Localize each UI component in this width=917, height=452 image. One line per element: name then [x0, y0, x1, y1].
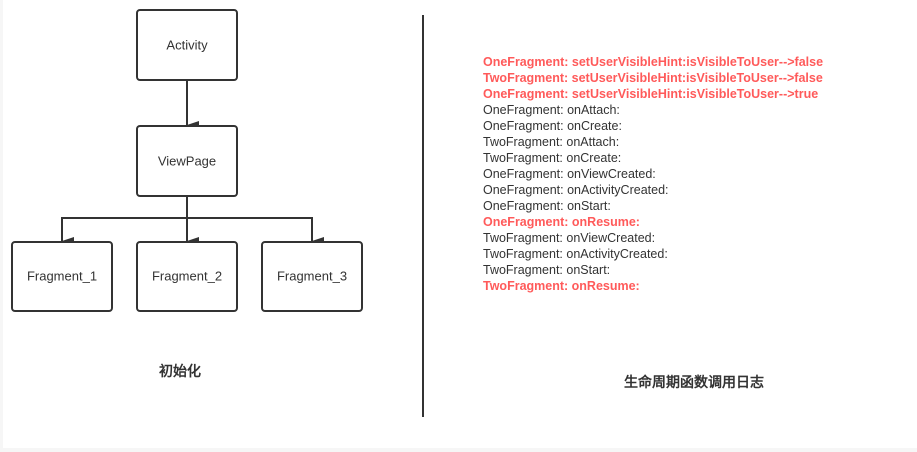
- log-line: TwoFragment: onCreate:: [483, 151, 622, 165]
- node-fragment-1: Fragment_1: [11, 241, 113, 312]
- log-line: TwoFragment: setUserVisibleHint:isVisibl…: [483, 71, 823, 85]
- diagram-canvas: Activity ViewPage Fragment_1 Fragment_2 …: [3, 0, 917, 448]
- log-line: TwoFragment: onActivityCreated:: [483, 247, 668, 261]
- log-line: OneFragment: setUserVisibleHint:isVisibl…: [483, 87, 819, 101]
- log-line: OneFragment: onViewCreated:: [483, 167, 656, 181]
- log-line: OneFragment: setUserVisibleHint:isVisibl…: [483, 55, 824, 69]
- left-caption: 初始化: [159, 363, 201, 379]
- right-caption: 生命周期函数调用日志: [624, 374, 764, 390]
- node-label: Activity: [166, 37, 208, 52]
- flow-diagram: Activity ViewPage Fragment_1 Fragment_2 …: [11, 9, 424, 417]
- node-label: Fragment_2: [152, 268, 222, 283]
- node-fragment-2: Fragment_2: [136, 241, 238, 312]
- log-line: TwoFragment: onViewCreated:: [483, 231, 656, 245]
- node-viewpage: ViewPage: [136, 125, 238, 197]
- branch-connector: [61, 196, 324, 245]
- log-line: TwoFragment: onAttach:: [483, 135, 620, 149]
- node-fragment-3: Fragment_3: [261, 241, 363, 312]
- node-label: ViewPage: [158, 153, 216, 168]
- log-line: OneFragment: onActivityCreated:: [483, 183, 669, 197]
- log-line: TwoFragment: onStart:: [483, 263, 611, 277]
- node-label: Fragment_3: [277, 268, 347, 283]
- log-line: OneFragment: onStart:: [483, 199, 611, 213]
- node-label: Fragment_1: [27, 268, 97, 283]
- node-activity: Activity: [136, 9, 238, 81]
- log-line: OneFragment: onCreate:: [483, 119, 622, 133]
- lifecycle-log: OneFragment: setUserVisibleHint:isVisibl…: [483, 54, 823, 294]
- log-line: OneFragment: onAttach:: [483, 103, 620, 117]
- log-line: OneFragment: onResume:: [483, 215, 640, 229]
- log-line: TwoFragment: onResume:: [483, 279, 640, 293]
